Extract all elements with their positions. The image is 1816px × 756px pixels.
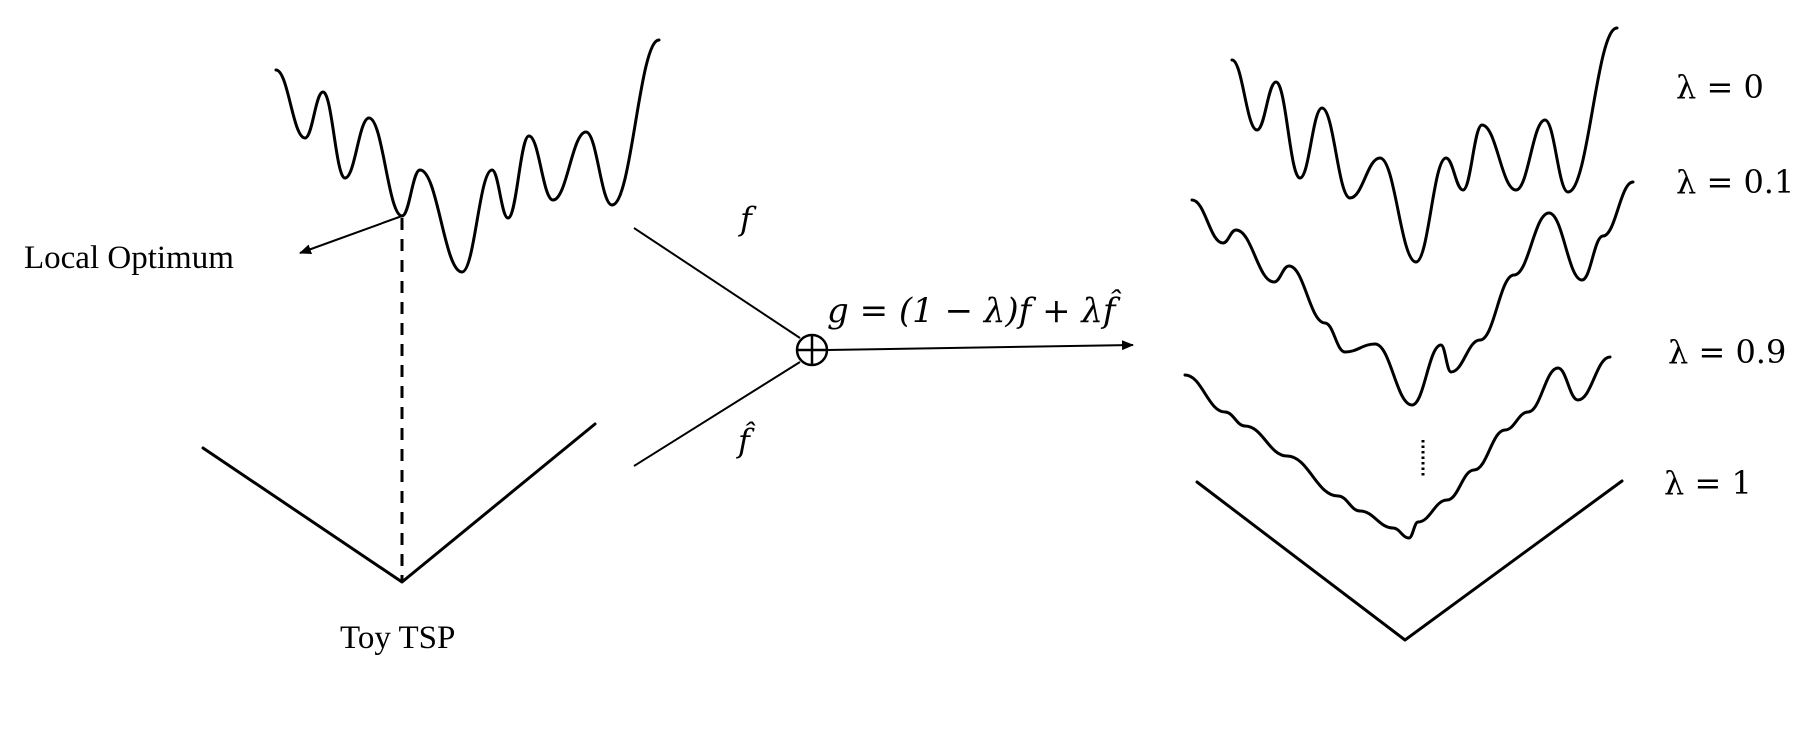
output-arrow [826,340,1134,351]
f-hat-label: f̂ [736,421,756,460]
landscape-lambda-0.1-curve [1190,180,1635,407]
f-hat-input-line [633,361,801,467]
landscape-lambda-1-curve [1195,479,1624,642]
lambda-0-label: λ = 0 [1676,68,1764,106]
lambda-0.9-label: λ = 0.9 [1668,333,1786,371]
local-optimum-arrow [299,215,403,254]
f-label: f [738,200,757,238]
toy-tsp-v-curve [201,422,597,584]
local-optimum-label: Local Optimum [24,240,234,276]
lambda-0.1-label: λ = 0.1 [1676,163,1794,201]
rugged-landscape-curve [274,38,661,274]
combination-formula: g = (1 − λ)f + λf̂ [827,289,1122,331]
landscape-lambda-0.9-curve [1183,355,1612,540]
lambda-1-label: λ = 1 [1664,464,1752,502]
landscape-lambda-0-curve [1230,26,1619,264]
toy-tsp-label: Toy TSP [340,620,455,656]
f-input-line [633,227,801,339]
oplus-symbol [795,333,829,367]
